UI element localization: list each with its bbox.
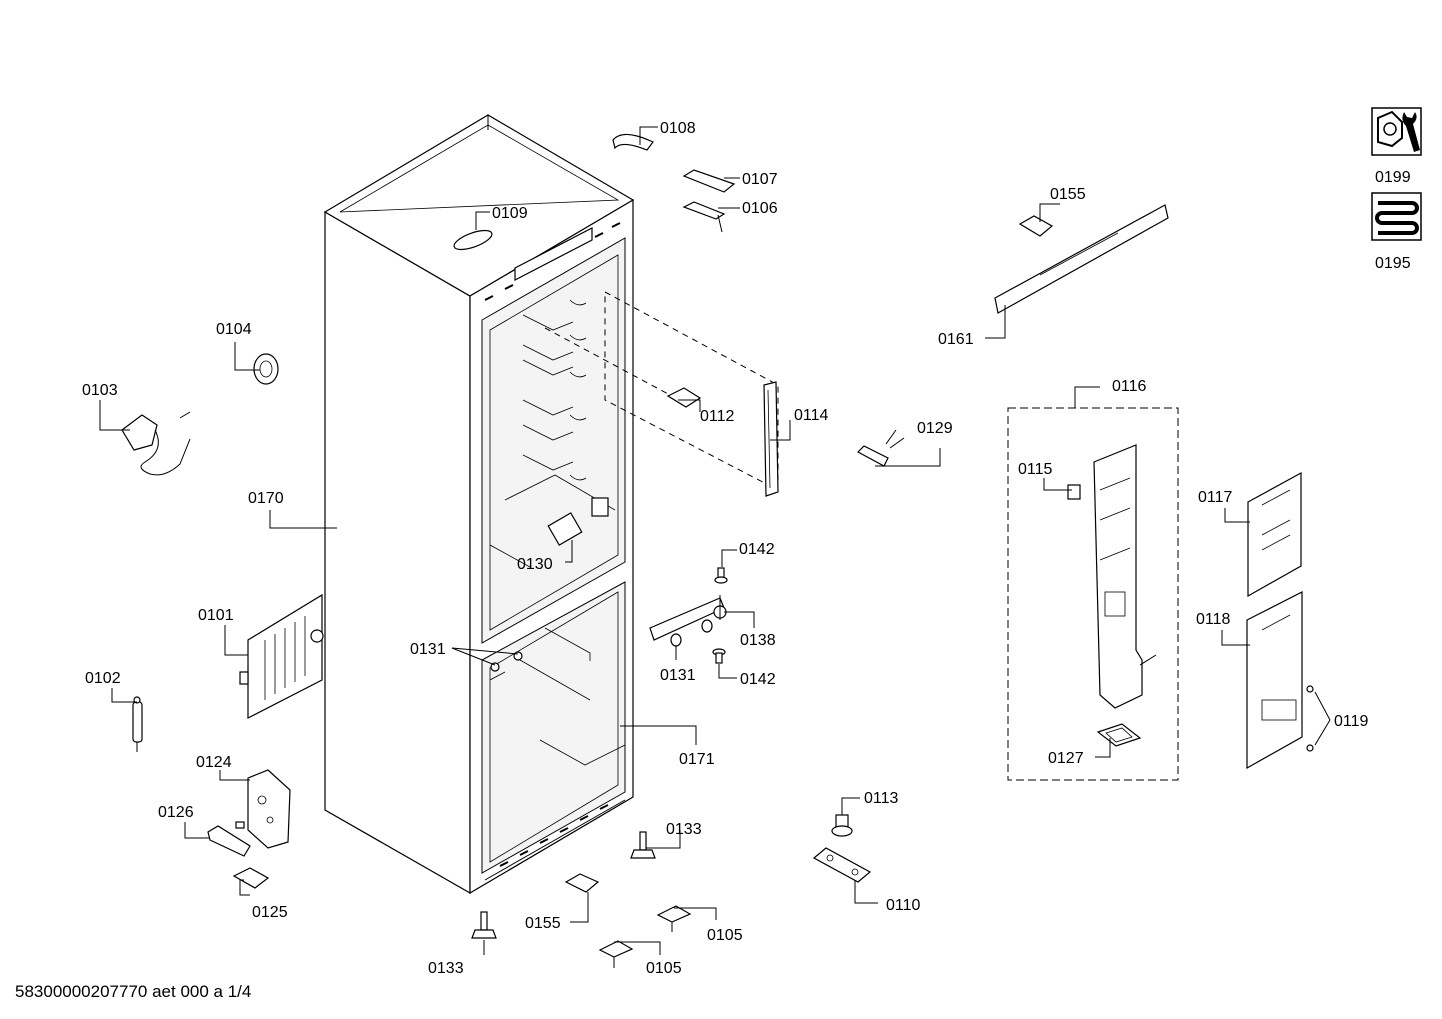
label-0130: 0130 [517, 556, 553, 573]
label-0170: 0170 [248, 490, 284, 507]
label-0195: 0195 [1375, 255, 1411, 272]
label-0116: 0116 [1112, 378, 1147, 395]
label-0138: 0138 [740, 632, 776, 649]
label-0133-bottom: 0133 [428, 960, 464, 977]
leader-lines [99, 126, 1331, 955]
label-0112: 0112 [700, 408, 735, 425]
label-0161: 0161 [938, 331, 974, 348]
wrench-nut-icon [1371, 107, 1422, 156]
part-0112-shape [666, 387, 702, 408]
label-0131-right: 0131 [660, 667, 696, 684]
label-0114: 0114 [794, 407, 829, 424]
label-0155-bottom: 0155 [525, 915, 561, 932]
label-0105-bottom: 0105 [646, 960, 682, 977]
part-0117-shape [1247, 471, 1302, 598]
part-0114-shape [763, 381, 779, 497]
label-0102: 0102 [85, 670, 121, 687]
part-0142-bottom-shape [712, 648, 726, 664]
part-0155-bottom-shape [564, 873, 600, 893]
label-0113: 0113 [864, 790, 899, 807]
part-0138-shape [649, 595, 727, 641]
label-0126: 0126 [158, 804, 194, 821]
label-0199: 0199 [1375, 169, 1411, 186]
part-0126-shape [207, 821, 251, 857]
label-0119: 0119 [1334, 713, 1369, 730]
label-0133-right: 0133 [666, 821, 702, 838]
label-0105-right: 0105 [707, 927, 743, 944]
label-0108: 0108 [660, 120, 696, 137]
label-0103: 0103 [82, 382, 118, 399]
label-0110: 0110 [886, 897, 921, 914]
coil-icon [1371, 192, 1422, 241]
label-0124: 0124 [196, 754, 232, 771]
document-code: 58300000207770 aet 000 a 1/4 [15, 982, 251, 1001]
label-0129: 0129 [917, 420, 953, 437]
label-0115: 0115 [1018, 461, 1053, 478]
part-0161-shape [994, 204, 1169, 314]
label-0125: 0125 [252, 904, 288, 921]
label-0131-left: 0131 [410, 641, 446, 658]
part-0124-shape [247, 769, 291, 849]
part-0113-shape [831, 814, 853, 837]
label-0142-top: 0142 [739, 541, 775, 558]
part-0115-shape [1067, 484, 1081, 500]
label-0104: 0104 [216, 321, 252, 338]
part-0110-shape [812, 847, 872, 883]
part-0105-shape [598, 905, 692, 968]
part-0142-top-shape [714, 567, 728, 584]
label-0155-top: 0155 [1050, 186, 1086, 203]
part-0133-shape [471, 831, 656, 939]
part-0155-top-shape [1018, 215, 1054, 237]
label-0142-bottom: 0142 [740, 671, 776, 688]
part-0102-shape [132, 696, 143, 752]
part-0119-shape [1306, 685, 1314, 752]
part-0116-shape [1093, 444, 1157, 709]
label-0107: 0107 [742, 171, 778, 188]
label-0118: 0118 [1196, 611, 1231, 628]
label-0117: 0117 [1198, 489, 1233, 506]
part-0125-shape [232, 867, 270, 889]
part-0107-shape [682, 169, 736, 193]
part-0127-shape [1096, 723, 1142, 747]
part-0108-shape [612, 133, 654, 151]
assembly-0116-outline [1007, 407, 1179, 781]
part-0109-shape [453, 229, 493, 251]
part-0118-shape [1246, 591, 1303, 770]
label-0101: 0101 [198, 607, 234, 624]
part-0103-shape [121, 411, 191, 476]
label-0109: 0109 [492, 205, 528, 222]
label-0171: 0171 [679, 751, 715, 768]
label-0106: 0106 [742, 200, 778, 217]
part-0106-shape [682, 201, 726, 233]
part-0129-shape [857, 429, 905, 467]
part-0101-shape [239, 593, 324, 719]
part-0104-shape [253, 353, 279, 385]
label-0127: 0127 [1048, 750, 1084, 767]
